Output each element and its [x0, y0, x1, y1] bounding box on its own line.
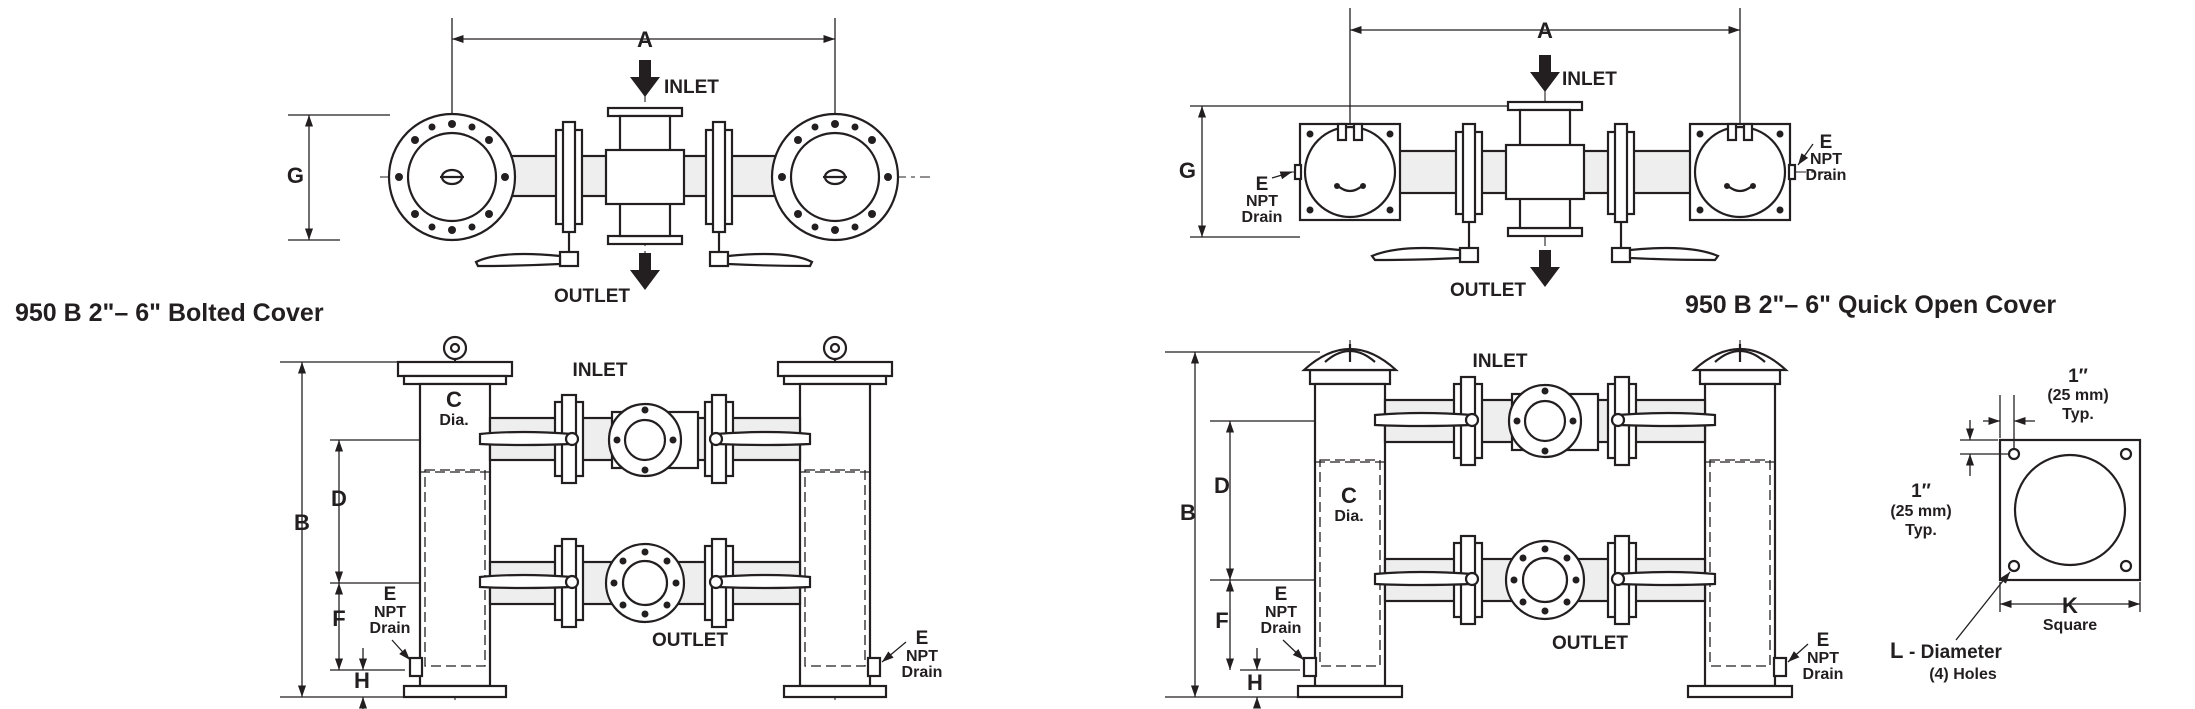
drain-npt-label: NPT — [374, 604, 406, 621]
quick-open-elevation — [1165, 340, 1794, 709]
drain-e-label: E — [1820, 132, 1833, 153]
mm25-label: (25 mm) — [1890, 503, 1951, 520]
bolted-drain-leaders — [391, 639, 1809, 663]
holes-label: (4) Holes — [1929, 666, 1997, 683]
inlet-label: INLET — [1562, 69, 1617, 90]
bolted-elevation-labels: B D F H C Dia. INLET OUTLET E NPT Drain … — [294, 360, 942, 693]
flange-detail-labels: 1″ (25 mm) Typ. 1″ (25 mm) Typ. K Square… — [1890, 366, 2109, 683]
drain-e-label: E — [384, 584, 397, 605]
bolted-plan-labels: A G INLET OUTLET — [287, 27, 719, 307]
drain-label: Drain — [902, 664, 943, 681]
quick-open-cover-title: 950 B 2"– 6" Quick Open Cover — [1685, 291, 2056, 319]
drain-e-label: E — [1256, 174, 1269, 195]
drain-npt-label: NPT — [906, 648, 938, 665]
dim-d-label: D — [1214, 473, 1230, 498]
square-flange-detail — [1955, 395, 2142, 641]
drain-npt-label: NPT — [1246, 193, 1278, 210]
mm25-label: (25 mm) — [2047, 387, 2108, 404]
inlet-label: INLET — [664, 77, 719, 98]
dim-c-label: C — [1341, 483, 1357, 508]
quick-open-plan-view — [1190, 8, 1830, 287]
dim-d-label: D — [331, 486, 347, 511]
outlet-label: OUTLET — [554, 286, 630, 307]
drain-e-label: E — [916, 628, 929, 649]
dim-k-label: K — [2062, 593, 2078, 618]
drain-e-label: E — [1817, 630, 1830, 651]
drain-label: Drain — [1261, 620, 1302, 637]
bolted-cover-plan-view — [288, 18, 930, 290]
inlet-label: INLET — [573, 360, 628, 381]
typ-label: Typ. — [1905, 522, 1937, 539]
dim-g-label: G — [1179, 158, 1196, 183]
dia-label: Dia. — [439, 412, 468, 429]
dim-b-label: B — [294, 510, 310, 535]
dim-g-label: G — [287, 163, 304, 188]
drain-npt-label: NPT — [1265, 604, 1297, 621]
drain-label: Drain — [370, 620, 411, 637]
quick-plan-labels: A G INLET OUTLET E NPT Drain E NPT Drain — [1179, 18, 1847, 301]
dia-label: Dia. — [1334, 508, 1363, 525]
outlet-label: OUTLET — [1552, 633, 1628, 654]
square-label: Square — [2043, 617, 2097, 634]
drain-label: Drain — [1806, 167, 1847, 184]
quick-drain-leaders — [1271, 143, 1814, 180]
outlet-label: OUTLET — [652, 630, 728, 651]
l-diameter-label: - Diameter — [1909, 642, 2003, 663]
dim-h-label: H — [354, 668, 370, 693]
dim-f-label: F — [332, 606, 345, 631]
drain-npt-label: NPT — [1810, 151, 1842, 168]
one-inch-label-b: 1″ — [1911, 481, 1931, 502]
typ-label: Typ. — [2062, 406, 2094, 423]
dim-a-label: A — [1537, 18, 1553, 43]
dim-c-label: C — [446, 387, 462, 412]
bolted-cover-title: 950 B 2"– 6" Bolted Cover — [15, 299, 324, 327]
one-inch-label: 1″ — [2068, 366, 2088, 387]
quick-elevation-labels: B D F H C Dia. INLET OUTLET E NPT Drain … — [1180, 351, 1843, 695]
dim-b-label: B — [1180, 500, 1196, 525]
dim-f-label: F — [1215, 608, 1228, 633]
dim-h-label: H — [1247, 670, 1263, 695]
dim-a-label: A — [637, 27, 653, 52]
drain-e-label: E — [1275, 584, 1288, 605]
drain-label: Drain — [1242, 209, 1283, 226]
outlet-label: OUTLET — [1450, 280, 1526, 301]
drain-npt-label: NPT — [1807, 650, 1839, 667]
inlet-label: INLET — [1473, 351, 1528, 372]
dim-l-label: L — [1890, 638, 1903, 663]
bolted-cover-elevation — [280, 335, 894, 709]
drain-label: Drain — [1803, 666, 1844, 683]
